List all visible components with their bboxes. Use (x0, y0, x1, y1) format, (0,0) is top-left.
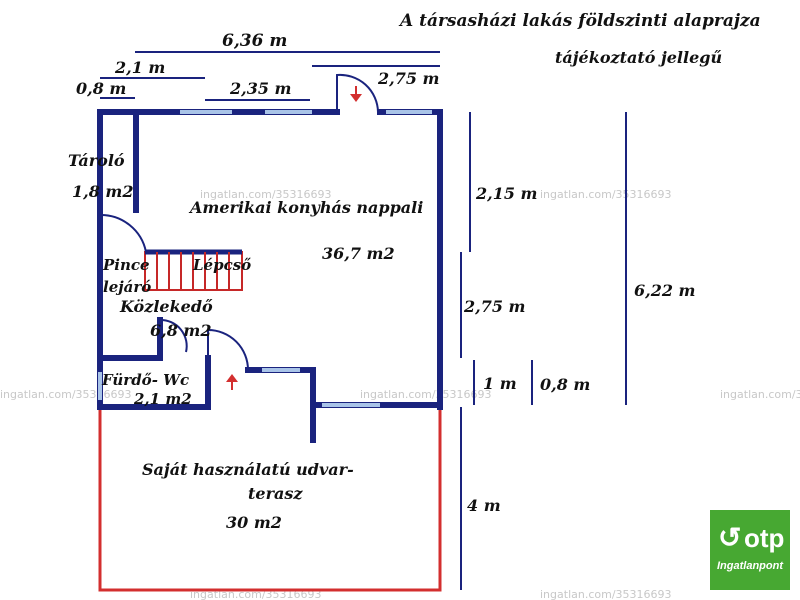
watermark: ingatlan.com/35316693 (540, 588, 672, 600)
terrace-outline (98, 407, 442, 592)
dim-right-small-a: 1 m (483, 374, 517, 393)
terrace-label-line2: terasz (248, 484, 303, 503)
dim-right-mid: 2,75 m (463, 297, 525, 316)
otp-logo-icon: ↺ (718, 522, 742, 553)
bathroom-area: 2,1 m2 (133, 390, 192, 408)
entry-arrow-icon (226, 374, 238, 390)
dim-window-span: 2,35 m (229, 79, 291, 98)
storage-area: 1,8 m2 (72, 182, 133, 201)
watermark: ingatlan.com/35316693 (200, 188, 332, 201)
dim-right-span: 2,75 m (377, 69, 439, 88)
dim-total-width: 6,36 m (222, 31, 287, 51)
bathroom-label: Fürdő- Wc (101, 371, 189, 389)
dim-terrace-depth: 4 m (467, 496, 501, 515)
doors (99, 73, 379, 371)
entrance-arrow-icon (350, 86, 362, 102)
stairs-label: Lépcső (192, 256, 251, 274)
storage-label: Tároló (68, 151, 125, 170)
plan-subtitle: tájékoztató jellegű (555, 48, 722, 67)
otp-logo-sub: Ingatlanpont (717, 560, 783, 572)
room-labels: Tároló 1,8 m2 Amerikai konyhás nappali 3… (68, 151, 423, 532)
watermark: ingatlan.com/35316693 (0, 388, 132, 401)
dim-left-small: 0,8 m (76, 79, 126, 98)
dim-total-height: 6,22 m (634, 281, 695, 300)
watermark: ingatlan.com/35316693 (360, 388, 492, 401)
living-room-label: Amerikai konyhás nappali (188, 198, 423, 217)
hall-label: Közlekedő (119, 297, 213, 316)
plan-title: A társasházi lakás földszinti alaprajza (398, 11, 761, 31)
dim-right-small-b: 0,8 m (540, 375, 590, 394)
stairs (144, 249, 243, 291)
terrace-label: Saját használatú udvar- (142, 460, 354, 479)
watermark: ingatlan.com/35316693 (720, 388, 800, 401)
cellar-label-line2: lejáró (103, 278, 151, 296)
watermarks: ingatlan.com/35316693 ingatlan.com/35316… (0, 188, 800, 600)
cellar-label: Pince (102, 256, 150, 274)
dim-left-upper: 2,1 m (114, 58, 165, 77)
hall-area: 6,8 m2 (150, 321, 211, 340)
windows (98, 110, 432, 407)
terrace-area: 30 m2 (226, 513, 282, 532)
dim-right-top: 2,15 m (475, 184, 537, 203)
dimension-labels: 6,36 m 2,1 m 0,8 m 2,35 m 2,75 m 2,15 m … (76, 31, 695, 515)
living-room-area: 36,7 m2 (322, 244, 395, 263)
otp-logo-name: otp (744, 523, 785, 553)
watermark: ingatlan.com/35316693 (540, 188, 672, 201)
dimension-lines (100, 51, 627, 590)
otp-logo: ↺ otp Ingatlanpont (710, 510, 790, 590)
